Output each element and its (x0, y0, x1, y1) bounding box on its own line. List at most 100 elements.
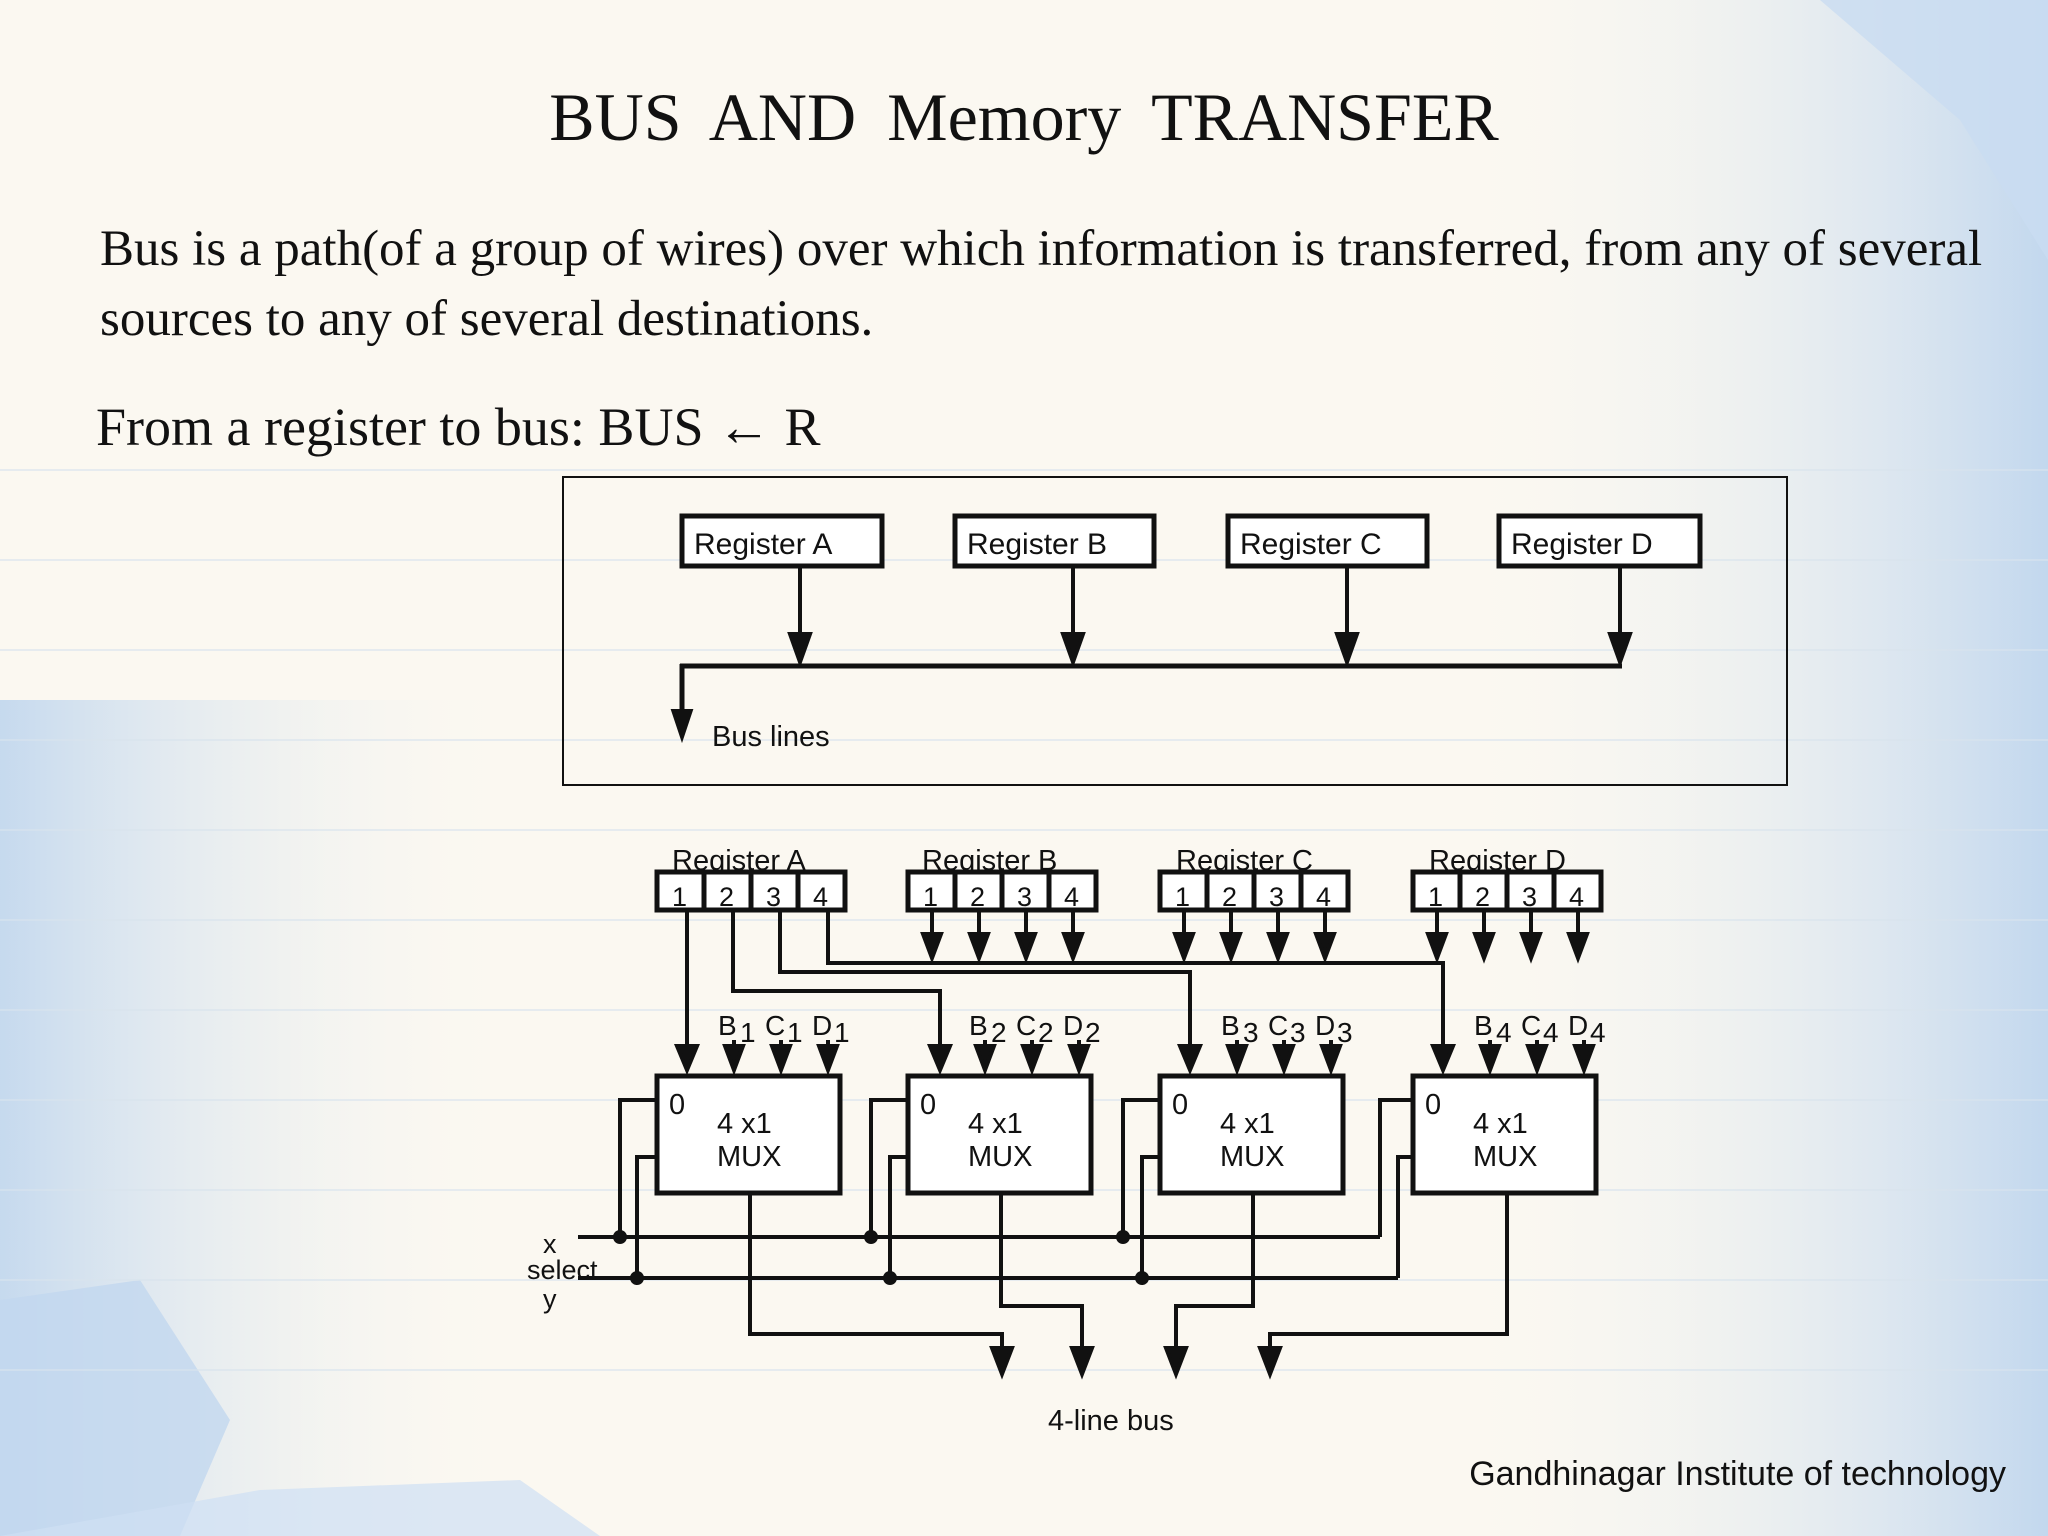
mux-input-arrowhead (1272, 1044, 1296, 1076)
mux-bus-diagram: Register A Register B Register C Registe… (527, 845, 1606, 1437)
register-to-bus-arrows (787, 568, 1633, 668)
four-line-bus-label: 4-line bus (1048, 1405, 1174, 1437)
mux-size-label: 4 x1 (968, 1108, 1023, 1140)
mux-input-arrowhead (1525, 1044, 1549, 1076)
mux-input-letter: B (1221, 1010, 1240, 1041)
mux-name-label: MUX (717, 1141, 781, 1173)
register-b-label: Register B (967, 528, 1107, 561)
bit-output-arrowhead (1219, 932, 1243, 964)
top-register-b: Register B (952, 513, 1157, 569)
bus-lines-label: Bus lines (712, 721, 830, 753)
select-y-label: y (543, 1284, 557, 1314)
mux-name-label: MUX (1220, 1141, 1284, 1173)
mux-input-arrowhead (1020, 1044, 1044, 1076)
mux-input-subscript: 1 (740, 1017, 756, 1048)
mux-input-subscript: 2 (991, 1017, 1007, 1048)
bus-line (670, 663, 1622, 744)
mux-input-letter: C (765, 1010, 785, 1041)
mux-zero-label: 0 (1425, 1089, 1441, 1121)
mux-zero-label: 0 (1172, 1089, 1188, 1121)
mux-box (654, 1073, 843, 1196)
mux-input-arrowhead (1225, 1044, 1249, 1076)
simple-bus-diagram: Register A Register B Register C Registe… (562, 476, 1788, 786)
mux-input-arrowhead (722, 1044, 746, 1076)
mux-input-subscript: 1 (787, 1017, 803, 1048)
slide-title: BUS AND Memory TRANSFER (549, 79, 1499, 155)
mux-box (1157, 1073, 1346, 1196)
mux-input-subscript: 2 (1085, 1017, 1101, 1048)
register-bit-label: 3 (766, 882, 781, 912)
bit-output-arrowhead (1061, 932, 1085, 964)
register-bit-label: 4 (1316, 882, 1331, 912)
mux-input-subscript: 1 (834, 1017, 850, 1048)
mux-input-arrowhead (1319, 1044, 1343, 1076)
mux-input-letter: D (812, 1010, 832, 1041)
mux-input-letter: D (1063, 1010, 1083, 1041)
mux-input-arrowhead (1067, 1044, 1091, 1076)
diagram-frame (562, 476, 1788, 786)
register-bit-label: 1 (1428, 882, 1443, 912)
register-bit-label: 3 (1522, 882, 1537, 912)
mux-name-label: MUX (968, 1141, 1032, 1173)
bit-output-arrowhead (1172, 932, 1196, 964)
bit-output-arrowhead (1566, 932, 1590, 964)
register-bit-cell (1157, 869, 1210, 913)
register-bit-label: 4 (1064, 882, 1079, 912)
mux-input-letter: D (1568, 1010, 1588, 1041)
footer-institute: Gandhinagar Institute of technology (1469, 1455, 2006, 1493)
register-to-bus-text: From a register to bus: BUS ← R (96, 397, 821, 457)
select-label: select (527, 1255, 598, 1285)
register-bit-cell (795, 869, 848, 913)
mux-size-label: 4 x1 (1220, 1108, 1275, 1140)
register-bit-label: 4 (1569, 882, 1584, 912)
register-bit-cell (701, 869, 754, 913)
mux-input-subscript: 3 (1243, 1017, 1259, 1048)
register-b-box (952, 513, 1157, 569)
mux-size-label: 4 x1 (1473, 1108, 1528, 1140)
mux-box (1410, 1073, 1599, 1196)
register-bit-label: 2 (970, 882, 985, 912)
register-a-label: Register A (694, 528, 832, 561)
register-c-label: Register C (1240, 528, 1382, 561)
top-register-c: Register C (1225, 513, 1430, 569)
register-bit-label: 2 (719, 882, 734, 912)
mux-input-letter: D (1315, 1010, 1335, 1041)
mux-input-arrowhead (973, 1044, 997, 1076)
register-a-routing (674, 908, 1456, 1076)
mux-name-label: MUX (1473, 1141, 1537, 1173)
mux-zero-label: 0 (920, 1089, 936, 1121)
mux-input-arrowhead (816, 1044, 840, 1076)
register-bit-label: 3 (1017, 882, 1032, 912)
register-bit-cell (1504, 869, 1557, 913)
mux-box (905, 1073, 1094, 1196)
register-bit-cells (654, 869, 1604, 913)
register-bit-label: 1 (1175, 882, 1190, 912)
bit-output-arrowhead (1425, 932, 1449, 964)
mux-input-letter: C (1268, 1010, 1288, 1041)
select-lines (578, 1098, 1413, 1280)
register-output-arrows (920, 910, 1590, 964)
mux-input-subscript: 3 (1337, 1017, 1353, 1048)
mux-input-subscript: 4 (1543, 1017, 1559, 1048)
select-x-label: x (543, 1229, 557, 1259)
bit-output-arrowhead (1313, 932, 1337, 964)
mux-input-subscript: 2 (1038, 1017, 1054, 1048)
register-c-box (1225, 513, 1430, 569)
top-register-a: Register A (679, 513, 885, 569)
bit-output-arrowhead (1472, 932, 1496, 964)
bit-output-arrowhead (920, 932, 944, 964)
mux-input-letter: C (1521, 1010, 1541, 1041)
mux-input-arrowhead (1478, 1044, 1502, 1076)
mux-input-subscript: 3 (1290, 1017, 1306, 1048)
mux-input-letter: C (1016, 1010, 1036, 1041)
mux-input-subscript: 4 (1590, 1017, 1606, 1048)
mux-input-letter: B (969, 1010, 988, 1041)
bus-definition-text: Bus is a path(of a group of wires) over … (100, 221, 1983, 347)
mux-zero-label: 0 (669, 1089, 685, 1121)
